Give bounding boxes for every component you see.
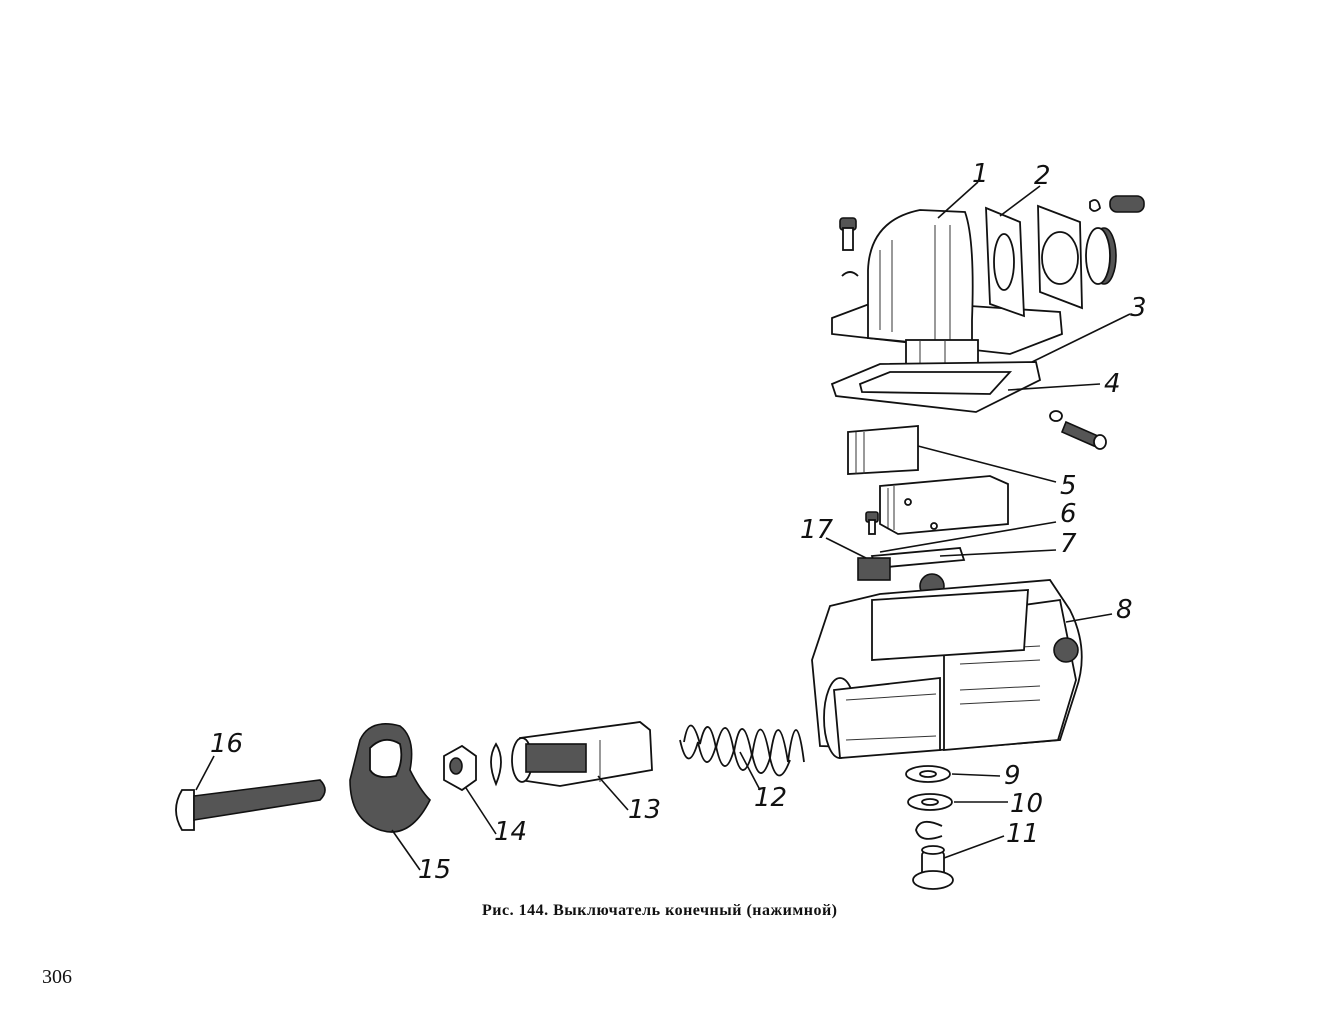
- figure-caption: Рис. 144. Выключатель конечный (нажимной…: [482, 902, 838, 919]
- connector-flange: [1037, 195, 1145, 310]
- part-15-knob: [349, 723, 431, 833]
- callout-6: 6: [1060, 499, 1077, 529]
- part-3-4-seal-plate: [830, 361, 1042, 413]
- callout-12: 12: [754, 783, 787, 813]
- callout-9: 9: [1004, 761, 1021, 791]
- part-2-gasket: [985, 206, 1025, 318]
- callout-16: 16: [210, 729, 243, 759]
- cover-screw: [839, 217, 859, 277]
- callout-1: 1: [972, 159, 989, 189]
- part-10-washer: [907, 793, 953, 811]
- part-9-washer: [905, 765, 951, 783]
- callout-labels: 1 2 3 4 5 6 7 8 9 10 11 12 13 14 15 16 1…: [210, 159, 1147, 885]
- part-5-microswitch: [847, 425, 1009, 535]
- callout-17: 17: [800, 515, 834, 545]
- callout-10: 10: [1010, 789, 1043, 819]
- part-14-nut: [443, 742, 502, 792]
- callout-15: 15: [418, 855, 451, 885]
- callout-4: 4: [1104, 369, 1121, 399]
- part-12-spring: [679, 724, 805, 777]
- callout-14: 14: [494, 817, 527, 847]
- part-8-housing: [811, 579, 1083, 759]
- callout-8: 8: [1116, 595, 1133, 625]
- callout-5: 5: [1060, 471, 1077, 501]
- callout-2: 2: [1034, 161, 1051, 191]
- page-number: 306: [42, 966, 72, 988]
- leader-lines: [195, 181, 1131, 871]
- part-13-plunger: [511, 721, 653, 787]
- part-11-pin: [912, 820, 954, 890]
- seal-plate-screw: [1049, 410, 1107, 450]
- callout-7: 7: [1060, 529, 1077, 559]
- callout-3: 3: [1130, 293, 1147, 323]
- callout-13: 13: [628, 795, 661, 825]
- callout-11: 11: [1006, 819, 1039, 849]
- part-16-bolt: [175, 779, 326, 831]
